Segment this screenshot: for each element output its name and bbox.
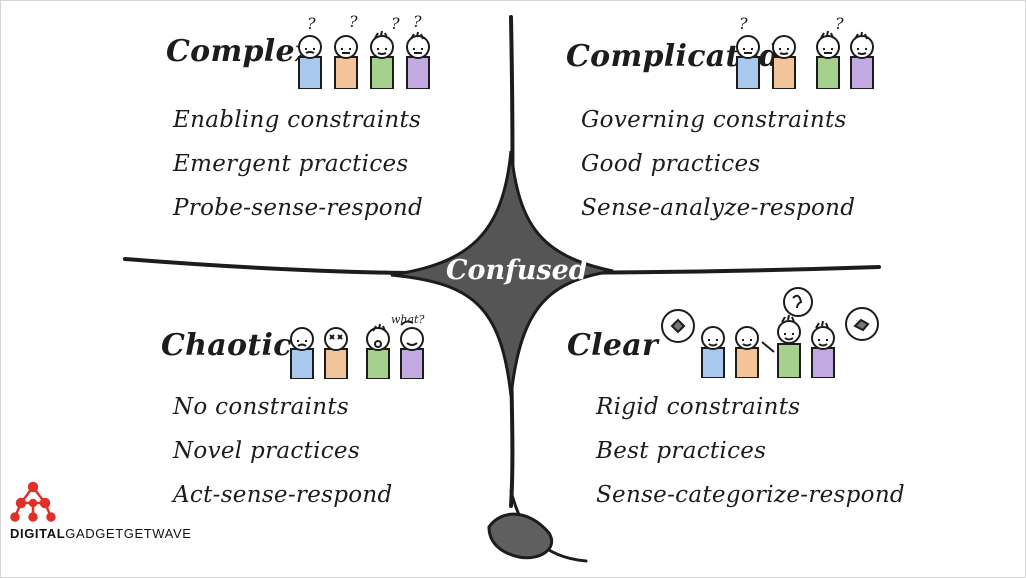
clear-item-1: Rigid constraints: [596, 394, 801, 420]
question-mark: ?: [391, 14, 400, 33]
confident-people-icon: [661, 287, 879, 378]
complicated-item-2: Good practices: [581, 151, 761, 177]
chaotic-title: Chaotic: [161, 328, 292, 363]
brand-wordmark: DIGITALGADGETGETWAVE: [10, 526, 192, 541]
question-mark: ?: [835, 14, 844, 33]
question-mark: ?: [307, 14, 316, 33]
complex-item-2: Emergent practices: [173, 151, 409, 177]
question-mark: ?: [413, 12, 422, 31]
cliff-fold: [487, 512, 553, 560]
complex-title: Complex: [166, 34, 314, 69]
brand-bold: DIGITAL: [10, 526, 66, 541]
question-mark: ?: [739, 14, 748, 33]
complex-item-1: Enabling constraints: [173, 107, 422, 133]
clear-item-2: Best practices: [596, 438, 767, 464]
complicated-item-3: Sense-analyze-respond: [581, 195, 856, 221]
panicked-people-icon: what?: [290, 313, 424, 379]
chaotic-speech: what?: [391, 313, 424, 326]
thinking-people-icon: ? ?: [736, 14, 874, 89]
complicated-item-1: Governing constraints: [581, 107, 847, 133]
confused-region: [390, 150, 614, 397]
network-logo-icon: [10, 481, 56, 522]
chaotic-item-1: No constraints: [173, 394, 349, 420]
question-mark: ?: [349, 12, 358, 31]
clear-item-3: Sense-categorize-respond: [596, 482, 905, 508]
brand-light: GADGETGETWAVE: [65, 526, 192, 541]
complex-item-3: Probe-sense-respond: [173, 195, 424, 221]
chaotic-item-2: Novel practices: [173, 438, 360, 464]
clear-title: Clear: [567, 328, 659, 363]
chaotic-item-3: Act-sense-respond: [173, 482, 393, 508]
confused-people-icon: ? ? ? ?: [298, 12, 430, 89]
confused-label: Confused: [446, 255, 588, 286]
